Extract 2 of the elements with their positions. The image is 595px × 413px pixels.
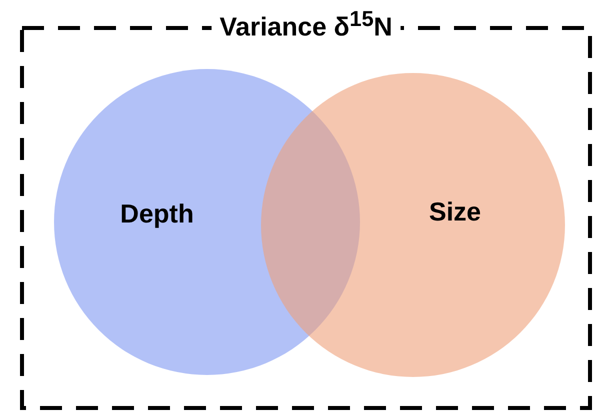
set-label: Depth: [120, 198, 194, 230]
set-label: Size: [428, 196, 482, 228]
